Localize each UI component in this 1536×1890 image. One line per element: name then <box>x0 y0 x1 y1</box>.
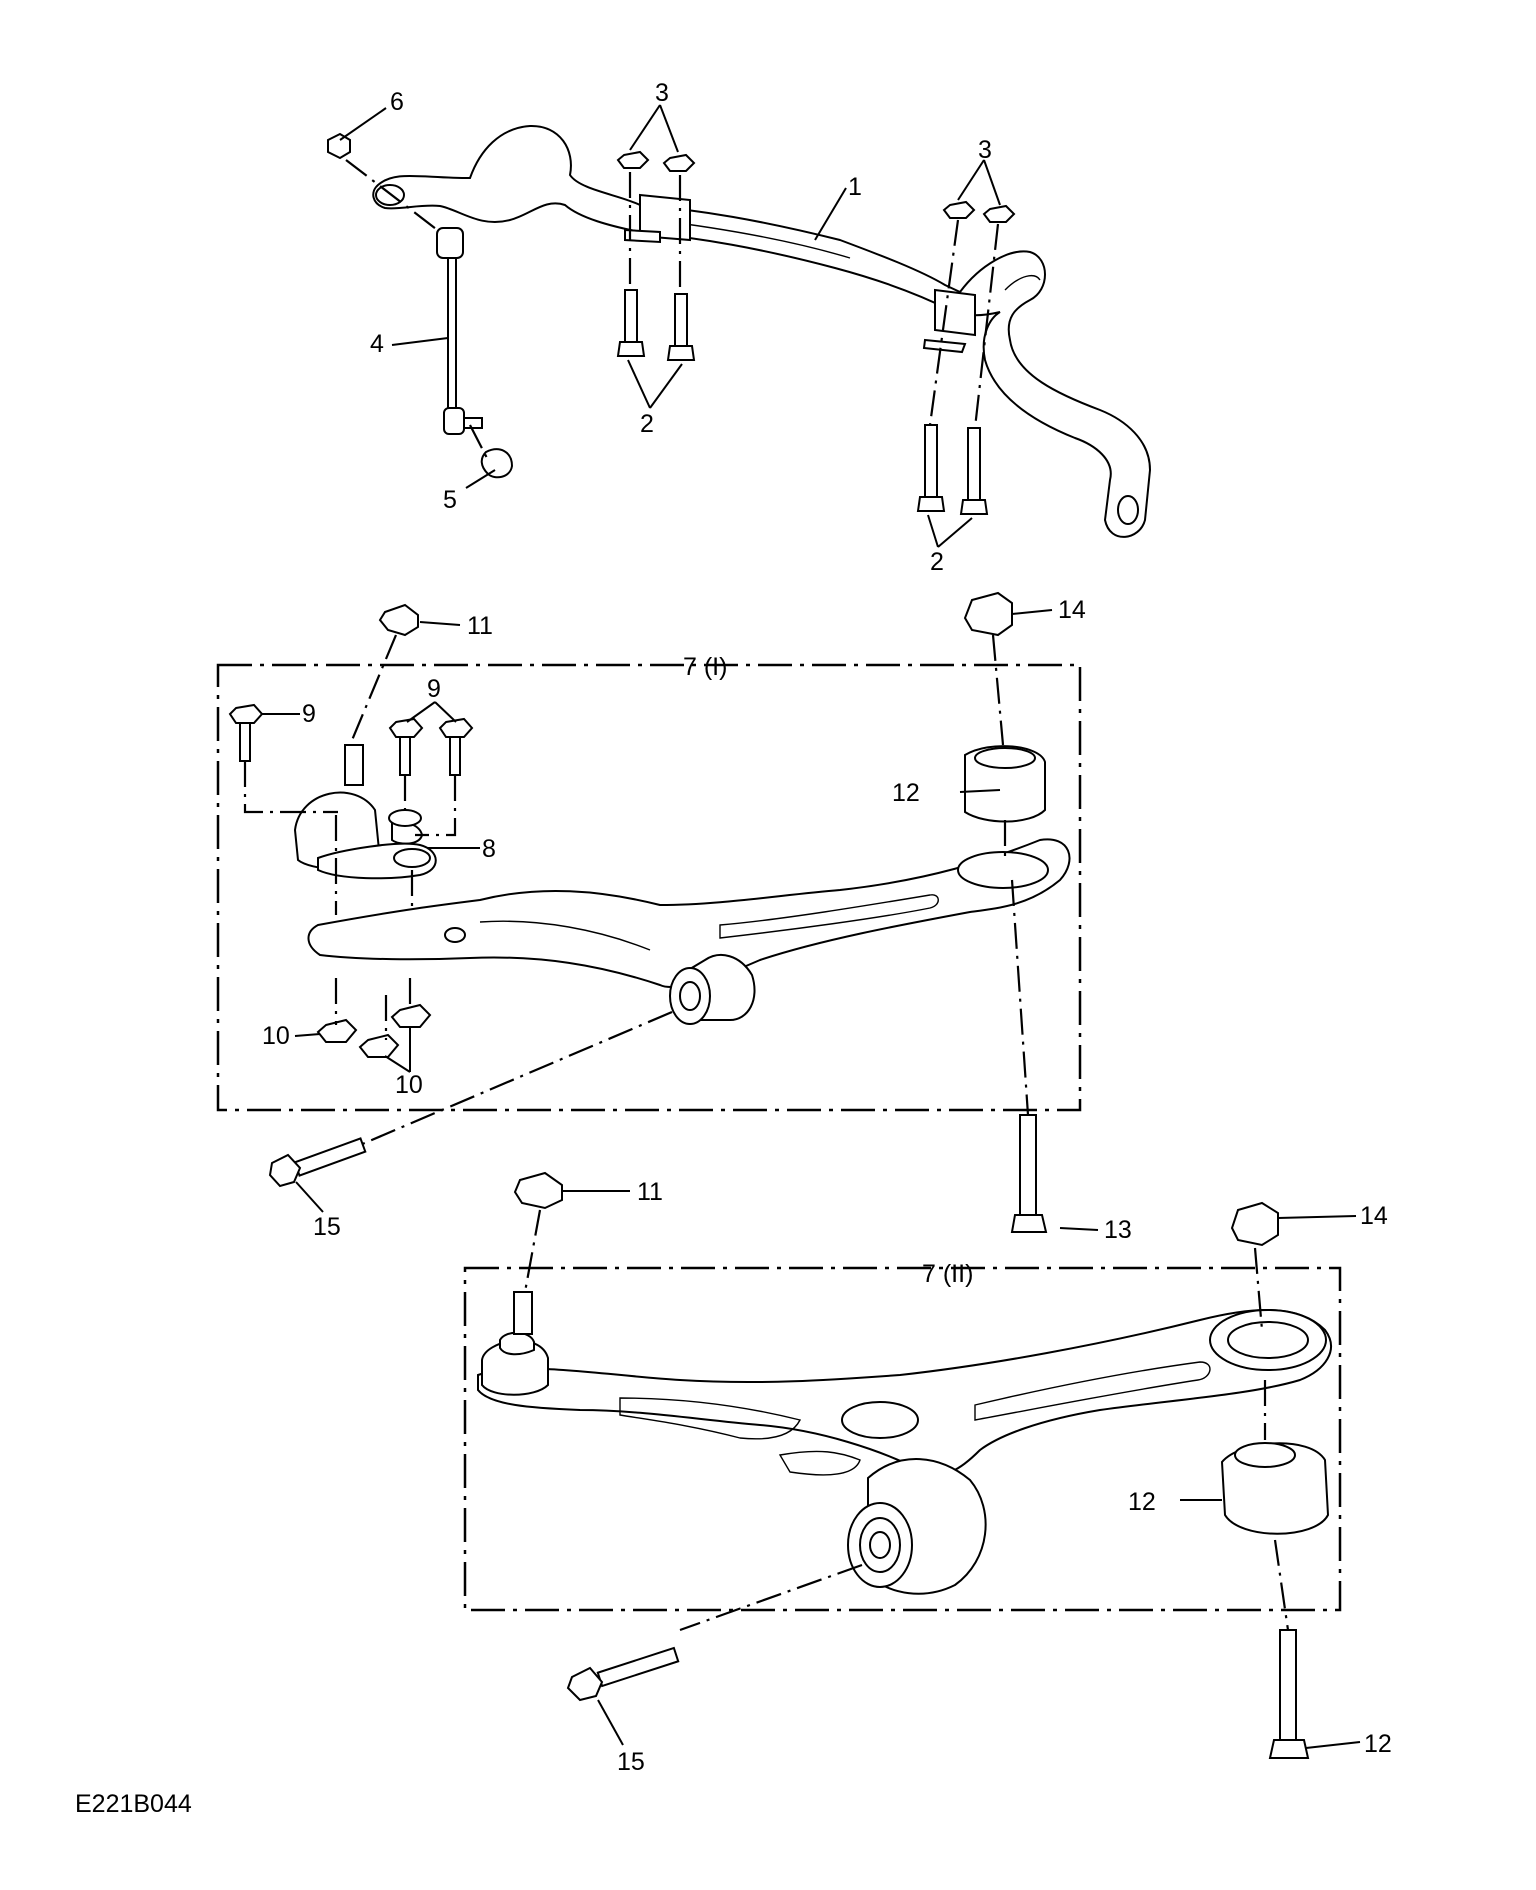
callout-7-i: 7 (I) <box>683 653 727 681</box>
callout-11-bottom: 11 <box>637 1178 663 1206</box>
callout-11-top: 11 <box>467 612 493 640</box>
callout-10-left: 10 <box>262 1022 290 1050</box>
callout-9-pair: 9 <box>427 675 441 703</box>
callout-7-ii: 7 (II) <box>922 1260 973 1288</box>
arm-ii-group-frame <box>463 1266 1342 1612</box>
arm-ii-centerlines <box>523 1209 1290 1632</box>
callout-6: 6 <box>390 88 404 116</box>
callout-3-right: 3 <box>978 136 992 164</box>
stabilizer-bar <box>372 124 1152 538</box>
arm-ii <box>477 1291 1332 1595</box>
callout-15-bottom: 15 <box>617 1748 645 1776</box>
arm-ii-hardware <box>513 1171 1310 1759</box>
callout-10-pair: 10 <box>395 1071 423 1099</box>
ball-joint-washers-and-nuts <box>316 603 432 1058</box>
callout-9-left: 9 <box>302 700 316 728</box>
stabilizer-link <box>327 132 514 479</box>
callout-4: 4 <box>370 330 384 358</box>
arm-i <box>293 744 1071 1025</box>
callout-13: 13 <box>1104 1216 1132 1244</box>
callout-12-bottom: 12 <box>1364 1730 1392 1758</box>
arm-i-hardware-top <box>268 591 1048 1233</box>
clamp-bolts <box>616 289 989 515</box>
callout-14-bottom: 14 <box>1360 1202 1388 1230</box>
callout-1: 1 <box>848 173 862 201</box>
clamp-nuts <box>616 150 1016 223</box>
bar-centerlines <box>345 159 1000 461</box>
arm-i-centerlines <box>243 634 1030 1147</box>
arm-i-group-frame <box>216 663 1082 1112</box>
callout-15-top: 15 <box>313 1213 341 1241</box>
callout-12-mid: 12 <box>1128 1488 1156 1516</box>
callout-2-right: 2 <box>930 548 944 576</box>
ball-joint-bolts <box>228 703 474 776</box>
callout-8: 8 <box>482 835 496 863</box>
leader-lines <box>262 104 1361 1749</box>
figure-id: E221B044 <box>75 1790 192 1818</box>
callout-5: 5 <box>443 486 457 514</box>
callout-3-left: 3 <box>655 79 669 107</box>
callout-2-left: 2 <box>640 410 654 438</box>
callout-12-top: 12 <box>892 779 920 807</box>
callout-14-top: 14 <box>1058 596 1086 624</box>
